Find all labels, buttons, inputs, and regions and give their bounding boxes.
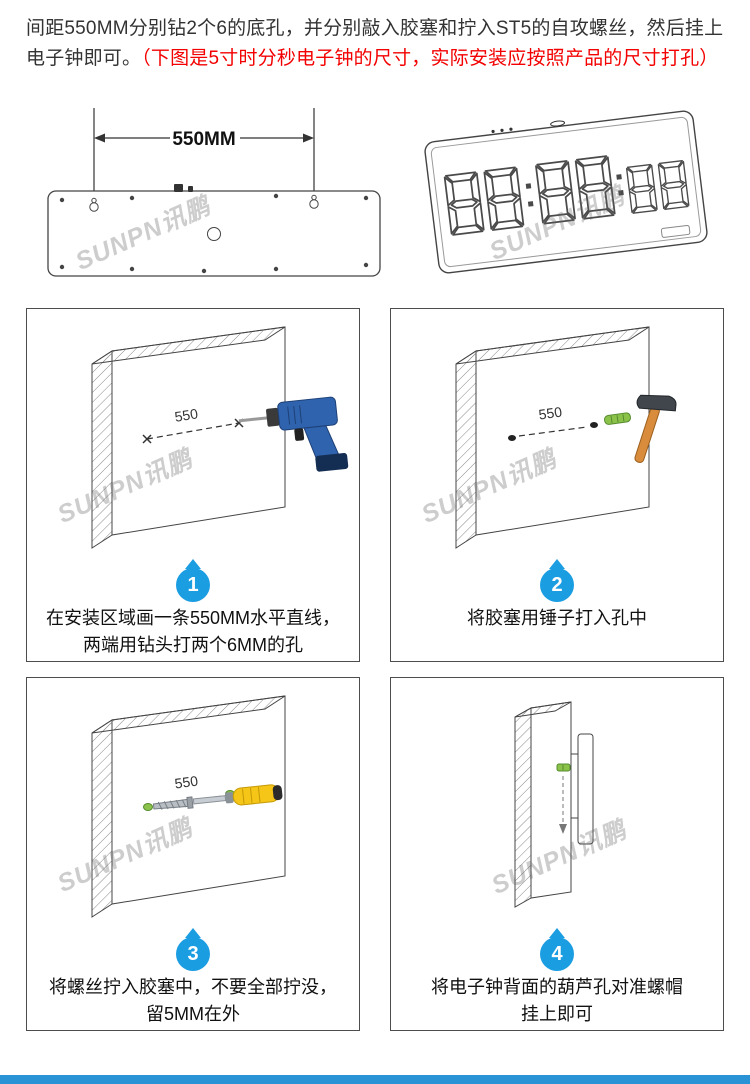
keyhole-right-icon [309,194,319,209]
arrow-left [94,133,105,143]
badge-pointer-icon [549,559,565,569]
dimension-lines [93,108,315,199]
step-panel-1: 550 SUNPN讯鹏 [26,308,360,662]
badge-pointer-icon [185,559,201,569]
center-hole [207,227,221,241]
step-1-art: 550 [91,326,349,549]
step-4-illustration: SUNPN讯鹏 [391,678,723,928]
step-1-badge: 1 [176,559,210,602]
drilled-hole-right [590,422,598,428]
dimension-line: 550 [142,405,244,444]
clock-back-art: 550MM [47,108,381,277]
wall [455,326,650,549]
badge-pointer-icon [185,928,201,938]
step-1-illustration: 550 SUNPN讯鹏 [27,309,359,559]
drilled-hole-left [508,435,516,441]
step-1-caption: 在安装区域画一条550MM水平直线， 两端用钻头打两个6MM的孔 [45,608,341,655]
clock-front-diagram: SUNPN讯鹏 [406,86,726,298]
step-number: 2 [540,568,574,602]
sensor-oval [550,120,566,127]
spacing-label: 550MM [172,129,235,150]
wall [91,326,286,549]
dim-label: 550 [174,772,200,791]
logo-plate [660,224,691,238]
dimension-line: 550 [518,403,588,437]
clock-front-bezel [424,110,708,274]
drill-icon [238,396,349,472]
dimension-diagrams: 550MM [0,86,750,298]
screw-dots [59,193,369,274]
screwdriver-icon [192,784,283,806]
screw-cap-icon [556,763,571,772]
step-4-badge: 4 [540,928,574,971]
step-number: 1 [176,568,210,602]
keyhole-left-icon [89,197,99,212]
steps-grid: 550 SUNPN讯鹏 [0,308,750,1031]
clock-front-art [424,110,708,274]
dim-label: 550 [538,403,564,422]
step-4-caption: 将电子钟背面的葫芦孔对准螺帽 挂上即可 [431,977,683,1024]
step-panel-3: 550 [26,677,360,1031]
badge-pointer-icon [549,928,565,938]
arrow-right [303,133,314,143]
intro-line1: 间距550MM分别钻2个6的底孔，并分别敲入胶塞和拧入ST5的自攻螺丝，然后挂上 [26,18,724,39]
step-4-art [514,701,594,908]
step-2-caption: 将胶塞用锤子打入孔中 [467,608,647,628]
clock-side-view [570,733,594,845]
step-panel-4: SUNPN讯鹏 4 将电子钟背面的葫芦孔对准螺帽 挂上即可 [390,677,724,1031]
wall [514,701,572,908]
intro-line2-black: 电子钟即可。 [26,48,142,69]
step-3-caption: 将螺丝拧入胶塞中，不要全部拧没， 留5MM在外 [49,977,337,1024]
step-3-badge: 3 [176,928,210,971]
hang-down-arrow [559,776,567,834]
button-dots [491,127,513,134]
seven-segment-display [443,155,690,236]
step-panel-2: 550 SUNPN讯鹏 [390,308,724,662]
intro-line2-red: （下图是5寸时分秒电子钟的尺寸，实际安装应按照产品的尺寸打孔） [141,48,719,69]
intro-text: 间距550MM分别钻2个6的底孔，并分别敲入胶塞和拧入ST5的自攻螺丝，然后挂上… [0,0,750,74]
step-3-art: 550 [91,695,286,918]
step-3-illustration: 550 [27,678,359,928]
hammer-icon [634,394,677,463]
plug-in-hole-left [143,803,153,811]
step-number: 4 [540,937,574,971]
step-number: 3 [176,937,210,971]
bottom-accent-bar [0,1075,750,1084]
dim-label: 550 [173,405,199,424]
step-2-illustration: 550 SUNPN讯鹏 [391,309,723,559]
wall-plug-icon [604,412,631,425]
clock-back-diagram: 550MM [28,86,400,298]
step-2-art: 550 [455,326,677,549]
screw-icon [152,796,194,810]
clock-back-panel [47,184,381,277]
step-2-badge: 2 [540,559,574,602]
